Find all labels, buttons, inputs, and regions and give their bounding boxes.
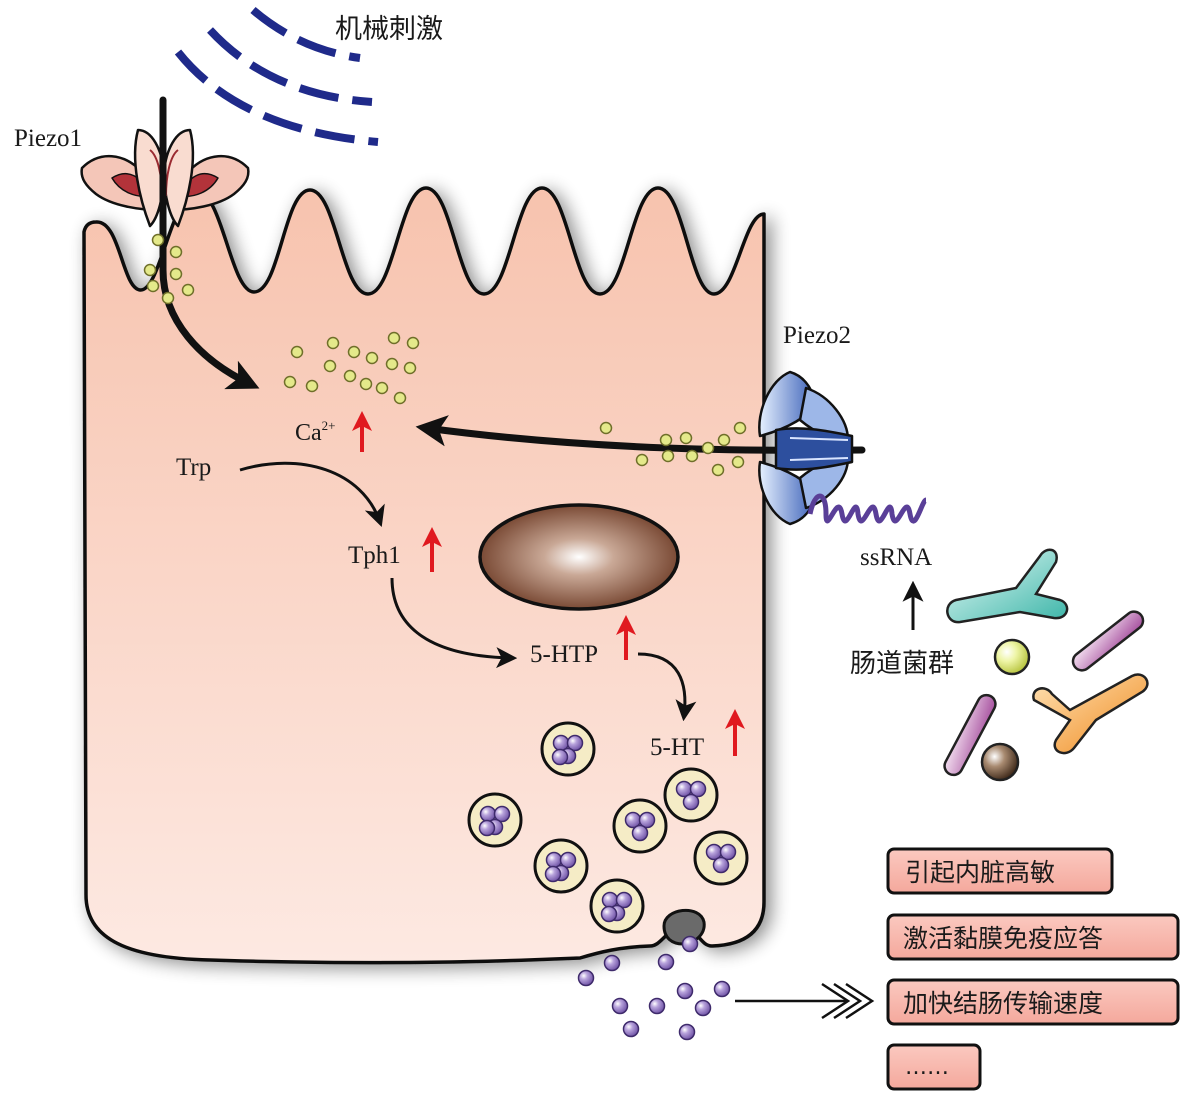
release-pore	[662, 908, 706, 946]
released-serotonin-molecule	[676, 982, 694, 1000]
released-serotonin-molecule	[648, 997, 666, 1015]
5ht-label: 5-HT	[650, 734, 704, 761]
bacterium-orange-y	[1032, 673, 1149, 755]
effect-text-1: 引起内脏高敏	[905, 858, 1055, 887]
secretory-granule	[589, 878, 645, 934]
ssrna-helix	[807, 493, 929, 524]
effect-box-2	[886, 913, 1180, 961]
calcium-ions-piezo2	[599, 421, 747, 477]
5htp-label: 5-HTP	[530, 641, 598, 668]
released-serotonin-molecule	[694, 999, 712, 1017]
serotonin-molecule	[559, 851, 577, 869]
serotonin-molecule	[544, 865, 562, 883]
serotonin-molecule	[600, 905, 618, 923]
released-serotonin	[577, 935, 731, 1041]
nucleus	[478, 503, 680, 611]
secretory-granule	[663, 767, 719, 823]
released-serotonin-molecule	[657, 953, 675, 971]
effect-box-1	[886, 847, 1114, 895]
bacterium-brown-coccus	[980, 742, 1020, 782]
serotonin-molecule	[682, 793, 700, 811]
effect-text-4: ……	[905, 1055, 949, 1080]
calcium-label: Ca2+	[295, 418, 336, 446]
piezo1-to-calcium-arrow	[159, 96, 260, 390]
bacterium-yellow-coccus	[993, 638, 1031, 676]
serotonin-molecule	[712, 856, 730, 874]
released-serotonin-molecule	[713, 980, 731, 998]
serotonin-molecule	[719, 843, 737, 861]
serotonin-molecule	[493, 805, 511, 823]
calcium-label-superscript: 2+	[322, 418, 336, 433]
effect-box-4	[886, 1043, 982, 1091]
secretory-granules	[467, 721, 749, 934]
calcium-label-base: Ca	[295, 420, 322, 446]
released-serotonin-molecule	[678, 1023, 696, 1041]
effects-list: 引起内脏高敏 激活黏膜免疫应答 加快结肠传输速度 ……	[886, 847, 1180, 1091]
secretory-granule	[467, 792, 523, 848]
piezo1-label: Piezo1	[14, 125, 82, 152]
serotonin-molecule	[631, 824, 649, 842]
mechanical-stimulus-label: 机械刺激	[335, 14, 443, 45]
serotonin-molecule	[689, 780, 707, 798]
released-serotonin-molecule	[611, 997, 629, 1015]
trp-label: Trp	[176, 454, 211, 481]
ssrna-label: ssRNA	[860, 544, 932, 571]
bacterium-violet-rod-1	[1071, 610, 1145, 672]
calcium-ions-piezo1	[143, 233, 195, 305]
released-serotonin-molecule	[603, 954, 621, 972]
5htp-to-5ht-arrow	[637, 652, 697, 722]
piezo1-channel	[80, 128, 250, 228]
secretory-granule	[693, 830, 749, 886]
piezo2-label: Piezo2	[783, 322, 851, 349]
mechanical-stimulus-waves	[174, 6, 379, 146]
secretory-granule	[533, 838, 589, 894]
secretory-granule	[612, 798, 668, 854]
effects-arrow	[735, 982, 875, 1020]
effect-text-3: 加快结肠传输速度	[903, 989, 1103, 1018]
released-serotonin-molecule	[681, 935, 699, 953]
gut-microbiota-label: 肠道菌群	[850, 649, 954, 679]
serotonin-molecule	[615, 891, 633, 909]
serotonin-molecule	[638, 811, 656, 829]
tph1-to-5htp-arrow	[390, 577, 518, 669]
released-serotonin-molecule	[577, 969, 595, 987]
bacterium-violet-rod-2	[943, 693, 997, 777]
gut-microbiota	[943, 548, 1149, 782]
effect-text-2: 激活黏膜免疫应答	[903, 924, 1103, 953]
serotonin-molecule	[478, 819, 496, 837]
bacterium-teal-y	[946, 548, 1069, 624]
trp-to-tph1-arrow	[239, 461, 385, 527]
calcium-ion-cluster	[283, 331, 420, 405]
effect-box-3	[886, 978, 1180, 1026]
secretory-granule	[540, 721, 596, 777]
released-serotonin-molecule	[622, 1020, 640, 1038]
serotonin-molecule	[566, 734, 584, 752]
serotonin-molecule	[551, 748, 569, 766]
tph1-label: Tph1	[348, 542, 401, 569]
